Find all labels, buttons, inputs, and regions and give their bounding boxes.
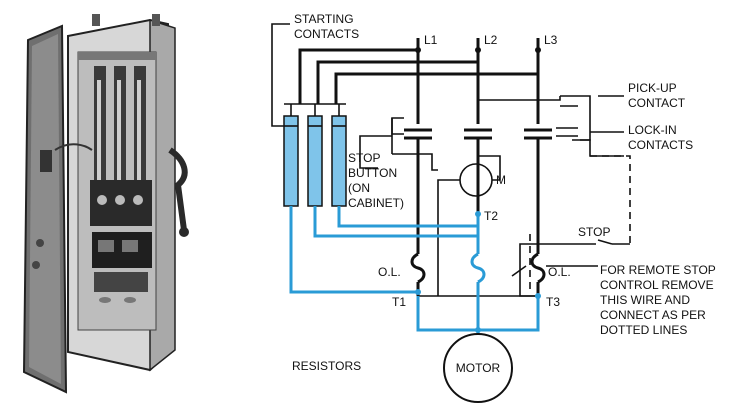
label-lockin-contacts-1: LOCK-IN [628,123,677,137]
label-stop-button-3: (ON [348,181,370,195]
label-l1: L1 [424,33,438,47]
label-m: M [496,173,506,187]
label-pickup-contact-2: CONTACT [628,96,686,110]
resistor-2 [307,115,323,207]
starter-cabinet-illustration [22,14,189,394]
label-pickup-contact-1: PICK-UP [628,81,677,95]
blue-wiring [289,206,541,342]
label-t3: T3 [546,295,560,309]
motor-symbol [443,333,513,403]
resistor-bank [283,103,347,207]
label-stop-button-2: BUTTON [348,166,397,180]
resistor-1 [283,115,299,207]
label-l2: L2 [484,33,498,47]
label-resistors: RESISTORS [292,359,361,373]
resistor-3 [331,115,347,207]
label-ol-left: O.L. [378,265,401,279]
label-t1: T1 [392,295,406,309]
label-remote-note-2: CONTROL REMOVE [600,278,714,292]
label-remote-note-1: FOR REMOTE STOP [600,263,716,277]
label-stop-button-4: CABINET) [348,196,404,210]
label-starting-contacts-1: STARTING [294,12,354,26]
label-motor: MOTOR [456,361,501,375]
label-l3: L3 [544,33,558,47]
black-wiring [298,38,631,297]
label-remote-note-5: DOTTED LINES [600,323,687,337]
label-stop-button-1: STOP [348,151,380,165]
label-starting-contacts-2: CONTACTS [294,27,359,41]
label-remote-note-3: THIS WIRE AND [600,293,690,307]
label-ol-right: O.L. [548,265,571,279]
label-remote-note-4: CONNECT AS PER [600,308,706,322]
label-lockin-contacts-2: CONTACTS [628,138,693,152]
label-t2: T2 [484,209,498,223]
label-stop: STOP [578,225,610,239]
leader-lines [271,23,624,267]
diagram-labels: STARTING CONTACTS L1 L2 L3 PICK-UP CONTA… [292,12,716,375]
